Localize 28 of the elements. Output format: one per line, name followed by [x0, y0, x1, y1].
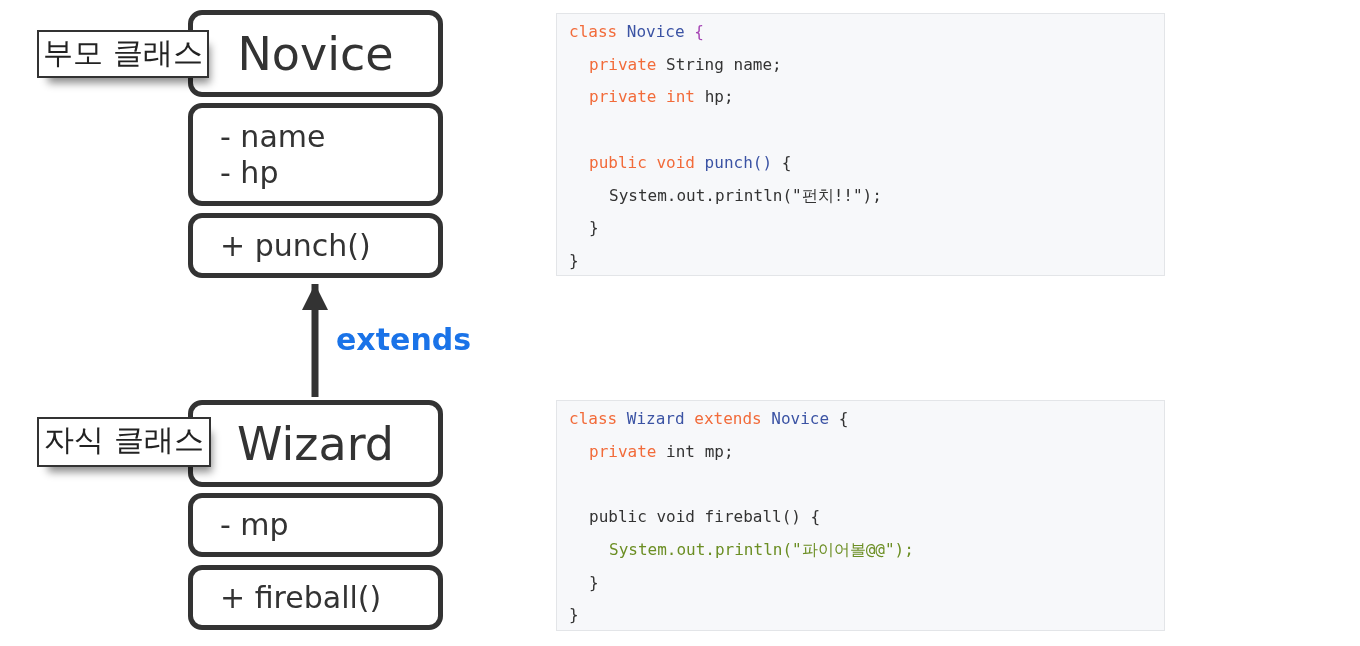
code-block — [556, 13, 1165, 276]
member-text: - mp — [220, 507, 289, 543]
code-line: class Novice { — [569, 22, 704, 42]
code-line: private int hp; — [589, 87, 734, 108]
member-box — [188, 493, 443, 557]
code-line: System.out.println("파이어볼@@"); — [609, 539, 914, 560]
member-text: + punch() — [220, 227, 371, 264]
member-box — [188, 103, 443, 206]
member-box — [188, 565, 443, 630]
code-line: } — [569, 605, 579, 626]
code-line: private int mp; — [589, 441, 734, 462]
class-tag: 부모 클래스 — [37, 30, 209, 78]
code-line: System.out.println("펀치!!"); — [609, 185, 882, 206]
code-line: private String name; — [589, 54, 782, 75]
class-tag: 자식 클래스 — [37, 417, 211, 467]
code-block — [556, 400, 1165, 631]
code-line: public void punch() { — [589, 152, 792, 173]
code-line: } — [589, 218, 599, 239]
member-box — [188, 213, 443, 278]
member-text: + fireball() — [220, 579, 382, 616]
class-name: Wizard — [236, 416, 395, 471]
class-name: Novice — [236, 26, 395, 81]
code-line: public void fireball() { — [589, 507, 821, 528]
member-text: - name — [220, 118, 326, 155]
code-line: class Wizard extends Novice { — [569, 409, 849, 429]
member-text: - hp — [220, 154, 280, 191]
code-line: } — [589, 572, 599, 593]
code-line: } — [569, 250, 579, 271]
